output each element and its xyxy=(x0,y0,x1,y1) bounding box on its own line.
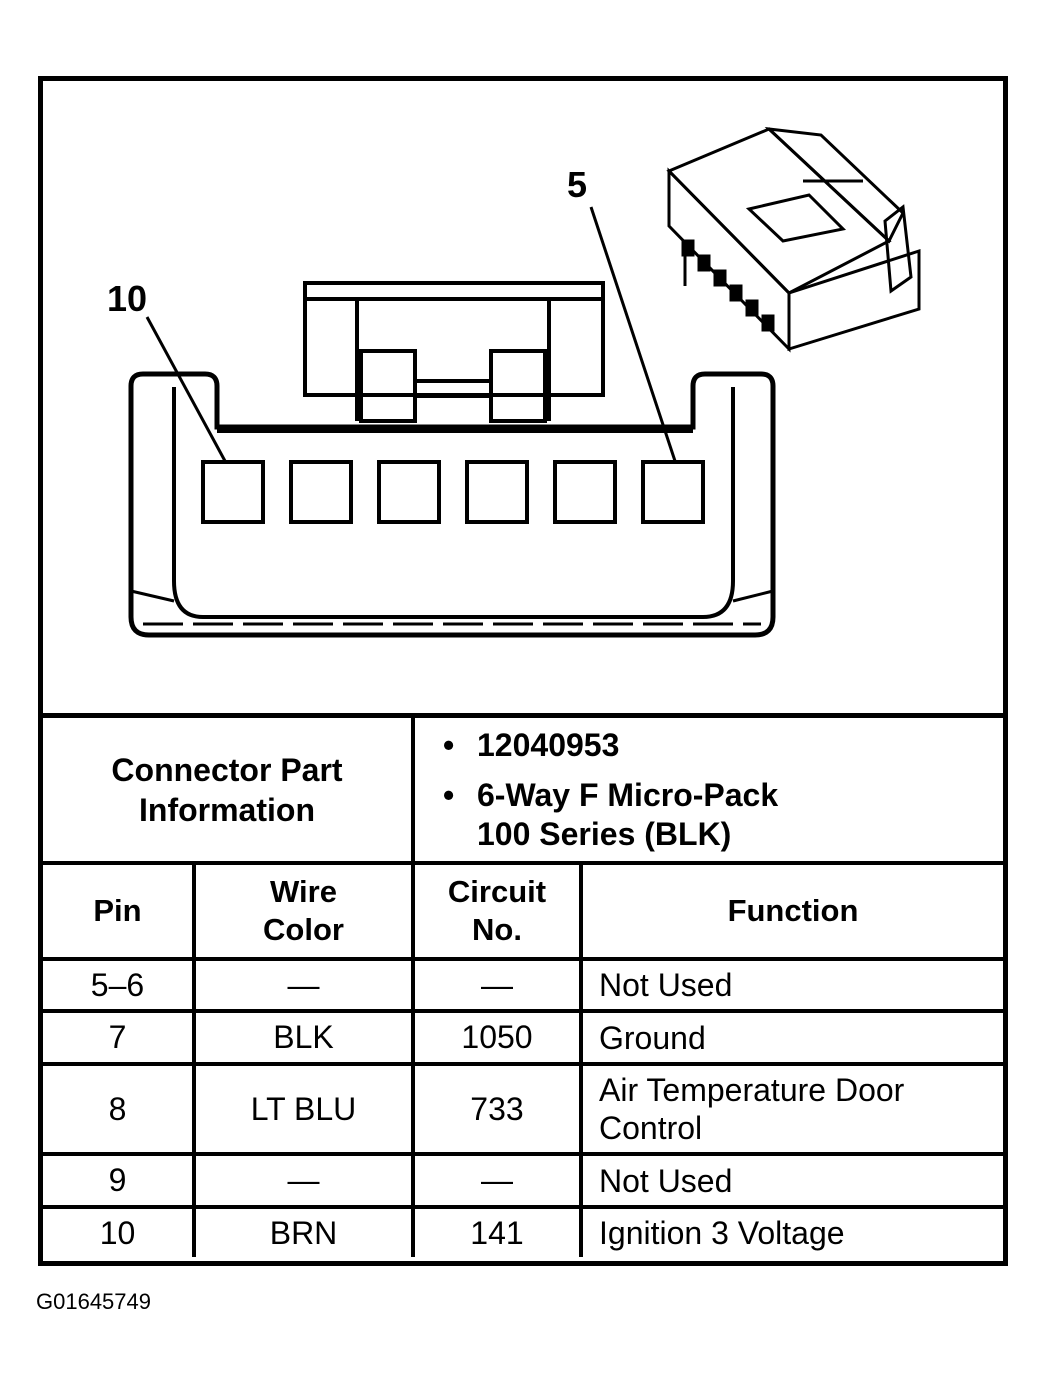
table-row: 7 BLK 1050 Ground xyxy=(43,1009,1003,1066)
figure-id: G01645749 xyxy=(36,1289,151,1314)
table-row: 5–6 — — Not Used xyxy=(43,957,1003,1013)
function-cell: Air Temperature Door Control xyxy=(579,1062,1003,1156)
cavity-6 xyxy=(553,460,617,524)
diagram-frame: 10 5 Connector Part Information 12040953… xyxy=(38,76,1008,1266)
connector-latch xyxy=(303,281,605,423)
wire-color-cell: BLK xyxy=(192,1009,415,1066)
function-cell: Not Used xyxy=(579,957,1003,1013)
connector-body xyxy=(128,371,776,638)
cavity-9 xyxy=(289,460,353,524)
function-line1: Ignition 3 Voltage xyxy=(599,1215,845,1251)
header-wire-color: Wire Color xyxy=(192,861,415,961)
header-circuit: Circuit No. xyxy=(411,861,583,961)
connector-description-line2: 100 Series (BLK) xyxy=(477,815,732,852)
cavity-8 xyxy=(377,460,441,524)
connector-info-row: Connector Part Information 12040953 6-Wa… xyxy=(43,713,1003,865)
table-row: 9 — — Not Used xyxy=(43,1152,1003,1209)
cavity-10 xyxy=(201,460,265,524)
wire-color-cell: BRN xyxy=(192,1205,415,1257)
callout-label-10: 10 xyxy=(107,278,148,319)
connector-pin-table: Connector Part Information 12040953 6-Wa… xyxy=(43,713,1003,1257)
header-pin-label: Pin xyxy=(93,893,142,928)
callout-label-5: 5 xyxy=(567,164,588,205)
connector-info-label-cell: Connector Part Information xyxy=(43,713,415,865)
function-cell: Not Used xyxy=(579,1152,1003,1209)
table-row: 8 LT BLU 733 Air Temperature Door Contro… xyxy=(43,1062,1003,1156)
header-function-label: Function xyxy=(727,893,859,928)
header-wire-color-line2: Color xyxy=(263,912,344,947)
pin-cell: 7 xyxy=(43,1009,196,1066)
connector-illustration: 10 5 xyxy=(43,81,1003,713)
function-line2: Control xyxy=(599,1110,703,1146)
circuit-cell: — xyxy=(411,957,583,1013)
function-cell: Ground xyxy=(579,1009,1003,1066)
table-header-row: Pin Wire Color Circuit No. Function xyxy=(43,861,1003,961)
connector-info-value-cell: 12040953 6-Way F Micro-Pack 100 Series (… xyxy=(411,713,1003,865)
table-row: 10 BRN 141 Ignition 3 Voltage xyxy=(43,1205,1003,1257)
header-wire-color-line1: Wire xyxy=(270,874,337,909)
connector-info-label: Connector Part Information xyxy=(111,751,343,828)
pin-cell: 8 xyxy=(43,1062,196,1156)
connector-iso-view xyxy=(666,126,921,353)
pin-cavities xyxy=(201,460,705,524)
function-cell: Ignition 3 Voltage xyxy=(579,1205,1003,1257)
header-circuit-line2: No. xyxy=(472,912,522,947)
header-pin: Pin xyxy=(43,861,196,961)
circuit-cell: 141 xyxy=(411,1205,583,1257)
wire-color-cell: — xyxy=(192,957,415,1013)
callout-leader-10 xyxy=(145,316,227,462)
cavity-7 xyxy=(465,460,529,524)
connector-face-drawing xyxy=(128,126,921,638)
wire-color-cell: — xyxy=(192,1152,415,1209)
pin-cell: 5–6 xyxy=(43,957,196,1013)
part-number: 12040953 xyxy=(443,726,1003,765)
pin-cell: 9 xyxy=(43,1152,196,1209)
circuit-cell: — xyxy=(411,1152,583,1209)
circuit-cell: 733 xyxy=(411,1062,583,1156)
function-line1: Not Used xyxy=(599,1162,733,1199)
cavity-5 xyxy=(641,460,705,524)
connector-description-line1: 6-Way F Micro-Pack xyxy=(443,776,1003,815)
header-function: Function xyxy=(579,861,1003,961)
function-line1: Air Temperature Door xyxy=(599,1072,905,1108)
function-line1: Not Used xyxy=(599,967,733,1003)
function-line1: Ground xyxy=(599,1019,706,1056)
callout-leader-5 xyxy=(589,206,677,462)
header-circuit-line1: Circuit xyxy=(447,874,547,909)
pin-cell: 10 xyxy=(43,1205,196,1257)
wire-color-cell: LT BLU xyxy=(192,1062,415,1156)
circuit-cell: 1050 xyxy=(411,1009,583,1066)
